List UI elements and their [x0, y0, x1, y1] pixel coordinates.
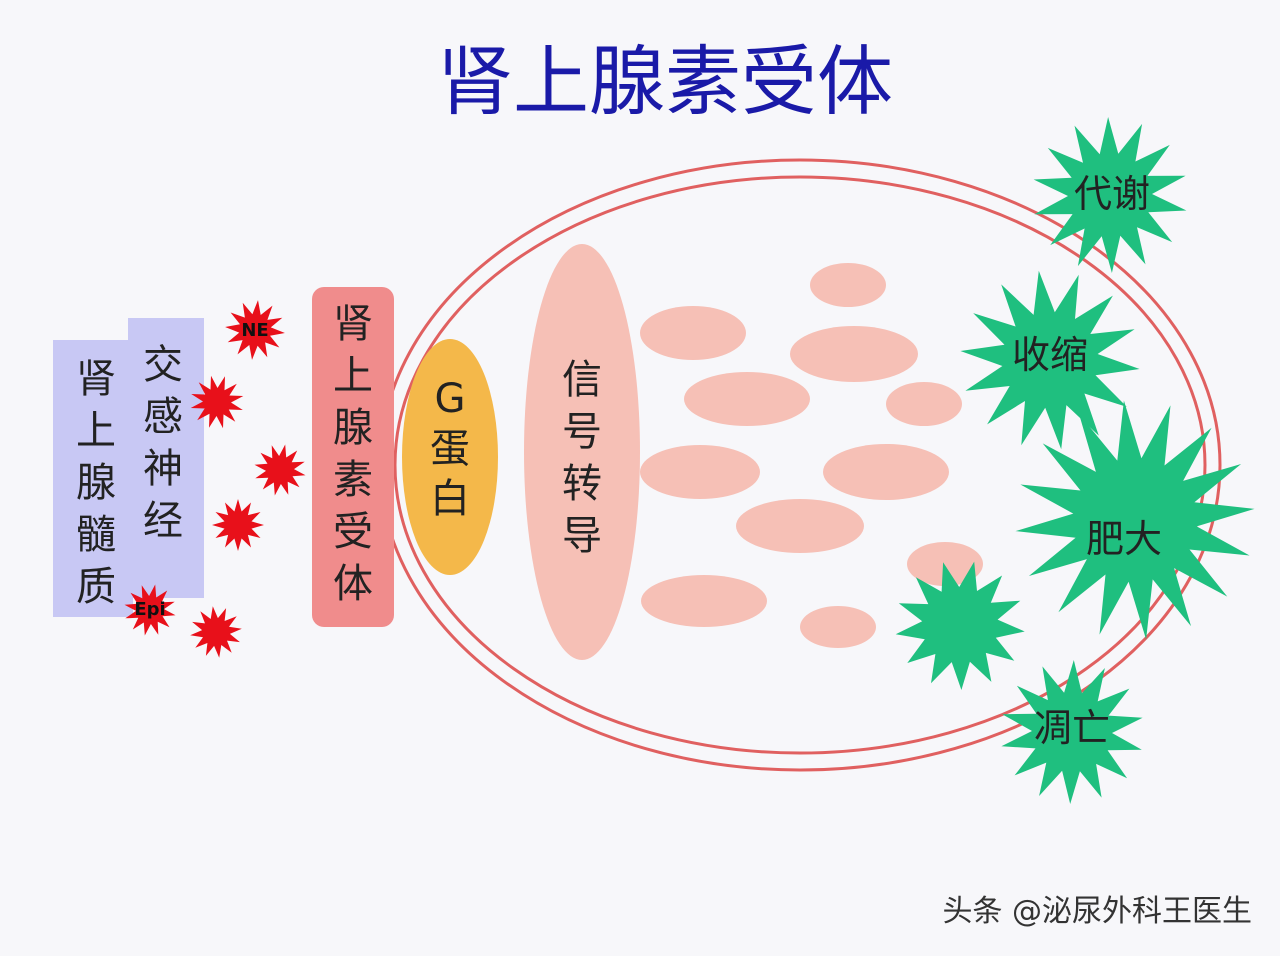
ligand-burst: [190, 375, 244, 429]
ligand-burst: [212, 499, 264, 551]
ligand-bursts: [124, 300, 306, 658]
diagram-title: 肾上腺素受体: [437, 37, 893, 126]
effect-burst: [1015, 400, 1255, 640]
sympathetic-nerve-label: 交感神经: [143, 342, 183, 544]
effect-burst: [1033, 117, 1187, 273]
ligand-burst: [124, 584, 176, 636]
signal-transduction-shape: [524, 244, 640, 660]
cell-inner-membrane: [393, 175, 1207, 755]
vesicle: [886, 382, 962, 426]
vesicle: [790, 326, 918, 382]
vesicle: [736, 499, 864, 553]
epi-label: Epi: [134, 599, 165, 620]
ligand-burst: [190, 606, 242, 658]
intracellular-vesicles: [640, 263, 983, 648]
vesicle: [810, 263, 886, 307]
effect-burst: [960, 270, 1140, 450]
vesicle: [800, 606, 876, 648]
effect-apoptosis-label: 凋亡: [1034, 706, 1110, 750]
vesicle: [640, 306, 746, 360]
signal-transduction-label: 信号转导: [562, 357, 602, 559]
effect-hypertrophy-label: 肥大: [1086, 517, 1162, 561]
effect-burst: [1001, 660, 1143, 804]
watermark: 头条 @泌尿外科王医生: [942, 894, 1252, 929]
receptor-box: [312, 287, 394, 627]
effect-contraction-label: 收缩: [1012, 333, 1088, 377]
vesicle: [907, 542, 983, 586]
g-protein-label-line1: G: [435, 376, 466, 422]
vesicle: [823, 444, 949, 500]
vesicle: [684, 372, 810, 426]
g-protein-shape: [402, 339, 498, 575]
ligand-burst: [254, 444, 306, 496]
g-protein-label-line2: 蛋白: [430, 426, 470, 522]
ne-label: NE: [241, 320, 268, 341]
vesicle: [641, 575, 767, 627]
ligand-burst: [225, 300, 285, 360]
effect-metabolism-label: 代谢: [1074, 172, 1150, 216]
receptor-label: 肾上腺素受体: [333, 301, 373, 607]
effect-bursts: [895, 117, 1255, 804]
adrenal-medulla-label: 肾上腺髓质: [76, 356, 116, 610]
adrenal-medulla-box: [53, 340, 133, 617]
vesicle: [640, 445, 760, 499]
effect-burst: [895, 561, 1025, 690]
sympathetic-nerve-box: [128, 318, 204, 598]
